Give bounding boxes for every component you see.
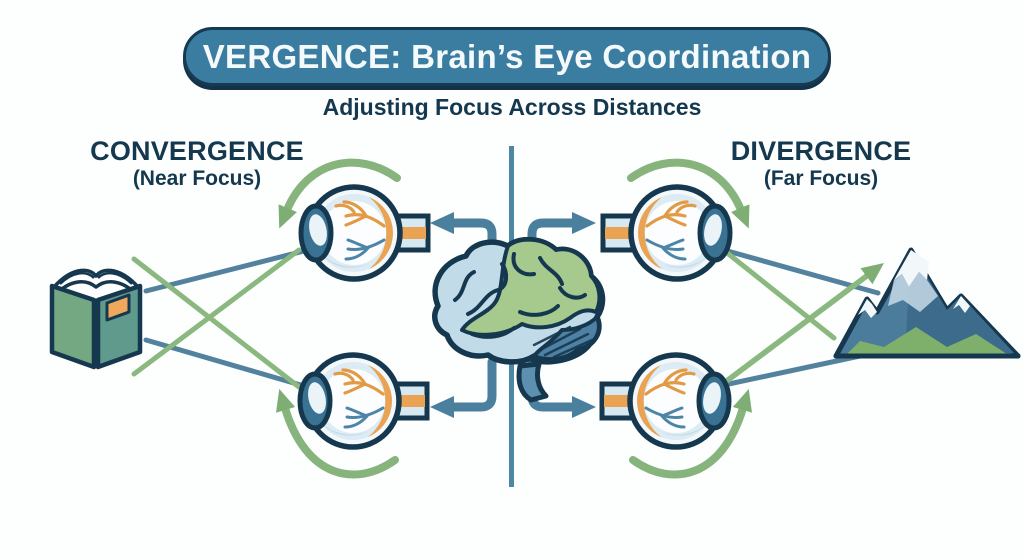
divergence-label: DIVERGENCE (Far Focus): [661, 136, 981, 192]
green-rotation-arrow-icon: [629, 388, 753, 479]
convergence-subheading: (Near Focus): [132, 167, 262, 190]
divergence-sight-lines: [721, 247, 891, 388]
sight-line: [143, 248, 307, 294]
eye-cross-section-icon: [602, 355, 729, 447]
green-rotation-arrow-icon: [627, 158, 750, 229]
eye-cross-section-icon: [603, 187, 730, 279]
open-book-icon: [49, 268, 143, 370]
convergence-label: CONVERGENCE (Near Focus): [37, 136, 357, 192]
green-rotation-arrow-icon: [275, 388, 399, 479]
blue-neural-signal-arrow-icon: [430, 212, 497, 261]
sight-line: [131, 247, 302, 377]
divergence-heading: DIVERGENCE: [730, 136, 912, 166]
mountain-icon: [833, 247, 1021, 359]
far-focus-arrow-icon: [725, 263, 884, 383]
blue-neural-signal-arrow-icon: [430, 357, 497, 418]
page-subtitle: Adjusting Focus Across Distances: [322, 94, 702, 120]
convergence-heading: CONVERGENCE: [90, 136, 304, 166]
convergence-sight-lines: [131, 247, 307, 390]
title-banner: VERGENCE: Brain’s Eye Coordination: [183, 27, 831, 86]
page-title: VERGENCE: Brain’s Eye Coordination: [202, 37, 812, 75]
rotation-arrows: [275, 158, 753, 479]
sight-line: [131, 256, 302, 390]
green-rotation-arrow-icon: [278, 158, 401, 229]
divergence-subheading: (Far Focus): [763, 167, 879, 190]
eye-cross-section-icon: [301, 187, 428, 279]
blue-neural-signal-arrow-icon: [527, 212, 596, 261]
sight-line: [723, 249, 837, 341]
brain-icon: [432, 236, 606, 403]
eye-cross-section-icon: [300, 355, 427, 447]
